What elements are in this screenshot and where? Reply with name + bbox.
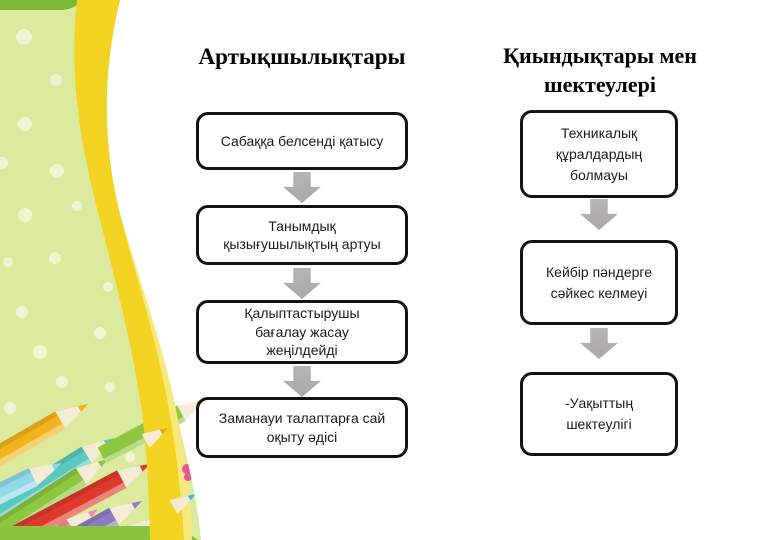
flow-box-text: Сабаққа белсенді қатысу <box>220 132 384 149</box>
yellow-band <box>74 0 184 540</box>
flow-box-text: -Уақыттың шектеулігі <box>564 395 634 432</box>
flow-box-advantage-1: Сабаққа белсенді қатысу <box>196 112 408 170</box>
challenges-title: Қиындықтары мен шектеулері <box>503 43 697 97</box>
flow-box-challenge-1: Техникалық құралдардың болмауы <box>520 110 678 198</box>
flow-box-text: Танымдық қызығушылықтың артуы <box>223 217 381 252</box>
flow-box-advantage-3: Қалыптастырушы бағалау жасау жеңілдейді <box>196 300 408 364</box>
flow-box-text: Заманауи талаптарға сай оқыту әдісі <box>218 410 386 445</box>
pencil-tip-accents <box>141 428 199 514</box>
flow-box-text: Қалыптастырушы бағалау жасау жеңілдейді <box>244 305 360 359</box>
flow-box-challenge-2: Кейбір пәндерге сәйкес келмеуі <box>520 240 678 325</box>
flow-box-advantage-2: Танымдық қызығушылықтың артуы <box>196 205 408 265</box>
polka-dots-pattern <box>0 29 182 510</box>
flow-box-challenge-3: -Уақыттың шектеулігі <box>520 372 678 456</box>
flow-box-text: Техникалық құралдардың болмауы <box>555 124 643 183</box>
flow-box-text: Кейбір пәндерге сәйкес келмеуі <box>546 263 652 301</box>
flow-box-advantage-4: Заманауи талаптарға сай оқыту әдісі <box>196 397 408 458</box>
advantages-title: Артықшылықтары <box>198 44 406 69</box>
top-green-strip <box>0 0 80 10</box>
bottom-green-strip <box>0 526 198 540</box>
